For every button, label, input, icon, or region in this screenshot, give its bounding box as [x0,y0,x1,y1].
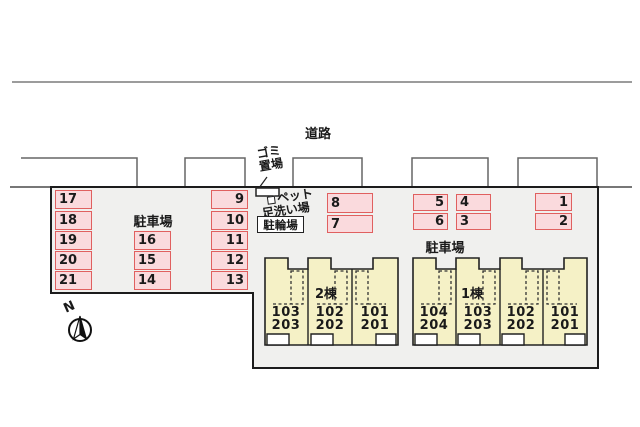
bicycle-parking-label: 駐輪場 [263,217,298,232]
unit-1f-number: 101 [360,305,390,320]
parking-space-8: 8 [327,193,373,213]
unit-2f-number: 201 [550,318,580,333]
parking-space-20: 20 [55,251,92,270]
parking-space-18: 18 [55,211,92,230]
parking-space-19: 19 [55,231,92,250]
parking-space-16: 16 [134,231,171,250]
road-label: 道路 [304,127,331,142]
parking-space-6: 6 [413,213,448,230]
bicycle-parking-box: 駐輪場 [257,216,304,233]
unit-2f-number: 203 [271,318,301,333]
unit-2f-number: 201 [360,318,390,333]
parking-space-11: 11 [211,231,248,250]
parking-space-4: 4 [456,194,491,211]
parking-space-14: 14 [134,271,171,290]
parking-right-label: 駐車場 [425,241,465,256]
parking-space-1: 1 [535,193,572,211]
building-2-shape [264,257,399,346]
parking-space-5: 5 [413,194,448,211]
entrance-notches [266,333,586,346]
parking-space-2: 2 [535,213,572,230]
building-2-label: 2棟 [315,287,338,302]
unit-2f-number: 202 [315,318,345,333]
parking-space-13: 13 [211,271,248,290]
unit-2f-number: 203 [463,318,493,333]
unit-2f-number: 202 [506,318,536,333]
parking-space-12: 12 [211,251,248,270]
parking-space-7: 7 [327,215,373,233]
garbage-leader-line [258,176,268,189]
unit-divider-walls [307,269,544,345]
unit-1f-number: 104 [419,305,449,320]
pet-station-icon [266,195,276,205]
parking-space-15: 15 [134,251,171,270]
unit-1f-number: 103 [463,305,493,320]
parking-space-10: 10 [211,211,248,230]
parking-space-3: 3 [456,213,491,230]
unit-2f-number: 204 [419,318,449,333]
stair-dashed-marks [273,270,577,305]
building-1-label: 1棟 [461,287,484,302]
unit-1f-number: 101 [550,305,580,320]
parking-left-label: 駐車場 [133,215,173,230]
parking-space-9: 9 [211,190,248,209]
parking-space-17: 17 [55,190,92,209]
unit-1f-number: 102 [506,305,536,320]
garbage-area-label: ゴミ 置場 [252,143,288,174]
unit-1f-number: 102 [315,305,345,320]
parking-space-21: 21 [55,271,92,290]
boundary-bumps [21,157,598,187]
unit-1f-number: 103 [271,305,301,320]
north-compass-icon [68,315,92,342]
